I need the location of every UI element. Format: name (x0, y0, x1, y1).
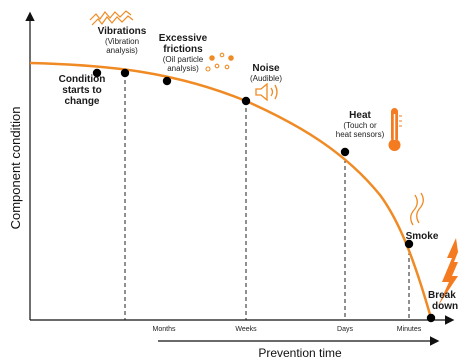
point-smoke (404, 239, 414, 249)
stage-condition-line2: change (64, 96, 99, 107)
lightning-icon (438, 238, 458, 306)
point-vibrations (120, 68, 130, 78)
stage-frictions-title: Excessive (159, 33, 208, 44)
point-noise (241, 96, 251, 106)
smoke-icon (410, 192, 424, 226)
point-condition-change (92, 68, 102, 78)
tick-days: Days (337, 326, 353, 333)
thermometer-icon (388, 108, 402, 151)
stage-vibrations-line2: analysis) (106, 46, 138, 55)
stage-frictions-title2: frictions (163, 44, 203, 55)
tick-months: Months (153, 326, 176, 333)
stage-noise-title: Noise (252, 63, 280, 74)
stage-heat-line2: heat sensors) (336, 130, 385, 139)
y-axis-label: Component condition (8, 107, 23, 230)
x-axis-label: Prevention time (258, 346, 342, 360)
stage-breakdown-title: Break (428, 290, 456, 301)
stage-heat-title: Heat (349, 110, 371, 121)
stage-noise-line1: (Audible) (250, 74, 282, 83)
oil-particles-icon (205, 52, 234, 72)
stage-heat-line1: (Touch or (343, 121, 377, 130)
stage-vibrations-title: Vibrations (98, 26, 147, 37)
stage-vibrations-line1: (Vibration (105, 37, 139, 46)
point-breakdown (426, 313, 436, 323)
stage-frictions-line2: analysis) (167, 64, 199, 73)
stage-condition-line1: starts to (62, 85, 101, 96)
stage-frictions-line1: (Oil particle (163, 55, 204, 64)
point-frictions (162, 76, 172, 86)
degradation-curve (29, 61, 433, 319)
tick-weeks: Weeks (235, 326, 257, 333)
stage-condition-title: Condition (59, 74, 106, 85)
stage-smoke-title: Smoke (406, 231, 439, 242)
stage-breakdown-title2: down (432, 301, 458, 312)
point-heat (340, 147, 350, 157)
speaker-icon (255, 82, 278, 102)
vibration-wave-icon (89, 10, 134, 26)
tick-minutes: Minutes (397, 326, 422, 333)
